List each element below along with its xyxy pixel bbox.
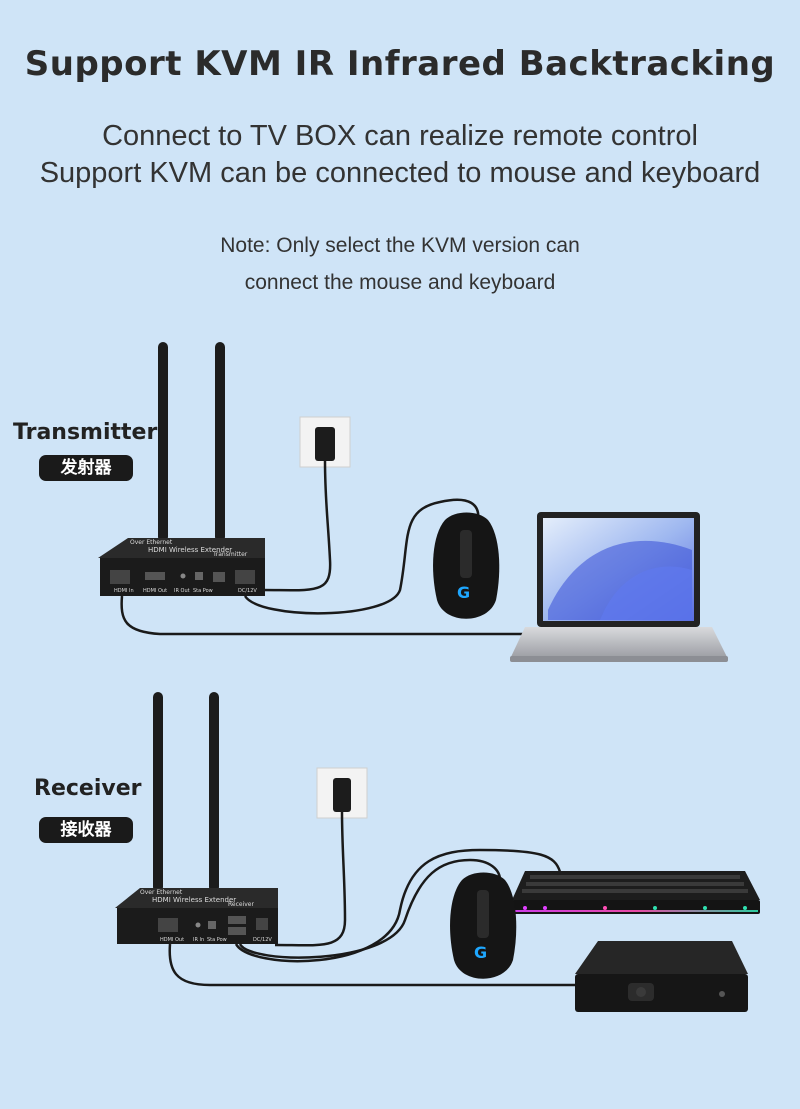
receiver-power-socket bbox=[274, 767, 368, 947]
receiver-port-3: Sta Pow bbox=[207, 937, 227, 943]
receiver-badge: 接收器 bbox=[39, 817, 133, 843]
keyboard bbox=[512, 871, 760, 914]
transmitter-badge: 发射器 bbox=[39, 455, 133, 481]
note-line-1: Note: Only select the KVM version can bbox=[220, 234, 580, 257]
transmitter-port-1: HDMI In bbox=[114, 588, 134, 594]
transmitter-antenna-right bbox=[215, 342, 225, 542]
receiver-device-line1: Over Ethernet bbox=[140, 889, 183, 896]
transmitter-port-2: HDMI Out bbox=[143, 588, 167, 594]
transmitter-device-line1: Over Ethernet bbox=[130, 539, 173, 546]
tv-box bbox=[575, 941, 748, 1012]
connection-diagram: Over Ethernet HDMI Wireless Extender Tra… bbox=[98, 342, 760, 1012]
receiver-antenna-right bbox=[209, 692, 219, 892]
transmitter-laptop-cable bbox=[120, 595, 530, 636]
receiver-device-line2: HDMI Wireless Extender bbox=[152, 896, 236, 904]
receiver-tvbox-cable bbox=[168, 943, 580, 987]
transmitter-device-tag: Transmitter bbox=[212, 551, 248, 558]
transmitter-antenna-left bbox=[158, 342, 168, 542]
subtitle-line-2: Support KVM can be connected to mouse an… bbox=[39, 157, 761, 189]
transmitter-port-3: IR Out bbox=[174, 588, 190, 594]
note-line-2: connect the mouse and keyboard bbox=[244, 271, 556, 294]
receiver-port-4: DC/12V bbox=[253, 937, 272, 943]
transmitter-port-5: DC/12V bbox=[238, 588, 257, 594]
page-title: Support KVM IR Infrared Backtracking bbox=[24, 44, 776, 84]
receiver-mouse-cable bbox=[238, 858, 502, 959]
transmitter-mouse-cable bbox=[243, 498, 480, 615]
receiver-mouse: G bbox=[450, 872, 517, 979]
receiver-label: Receiver bbox=[34, 776, 142, 801]
receiver-device-tag: Receiver bbox=[228, 901, 254, 908]
receiver-port-2: IR In bbox=[193, 937, 204, 943]
transmitter-device-line2: HDMI Wireless Extender bbox=[148, 546, 232, 554]
receiver-antenna-left bbox=[153, 692, 163, 892]
transmitter-device: Over Ethernet HDMI Wireless Extender Tra… bbox=[98, 538, 265, 596]
receiver-mouse-logo-icon: G bbox=[474, 943, 487, 962]
transmitter-label: Transmitter bbox=[13, 420, 158, 445]
subtitle-line-1: Connect to TV BOX can realize remote con… bbox=[102, 120, 698, 152]
receiver-port-1: HDMI Out bbox=[160, 937, 184, 943]
transmitter-mouse-logo-icon: G bbox=[457, 583, 470, 602]
transmitter-mouse: G bbox=[433, 512, 500, 619]
transmitter-port-4: Sta Pow bbox=[193, 588, 213, 594]
receiver-keyboard-cable bbox=[234, 848, 562, 963]
receiver-device: Over Ethernet HDMI Wireless Extender Rec… bbox=[115, 888, 278, 944]
laptop bbox=[510, 512, 728, 662]
transmitter-power-socket bbox=[261, 416, 351, 592]
